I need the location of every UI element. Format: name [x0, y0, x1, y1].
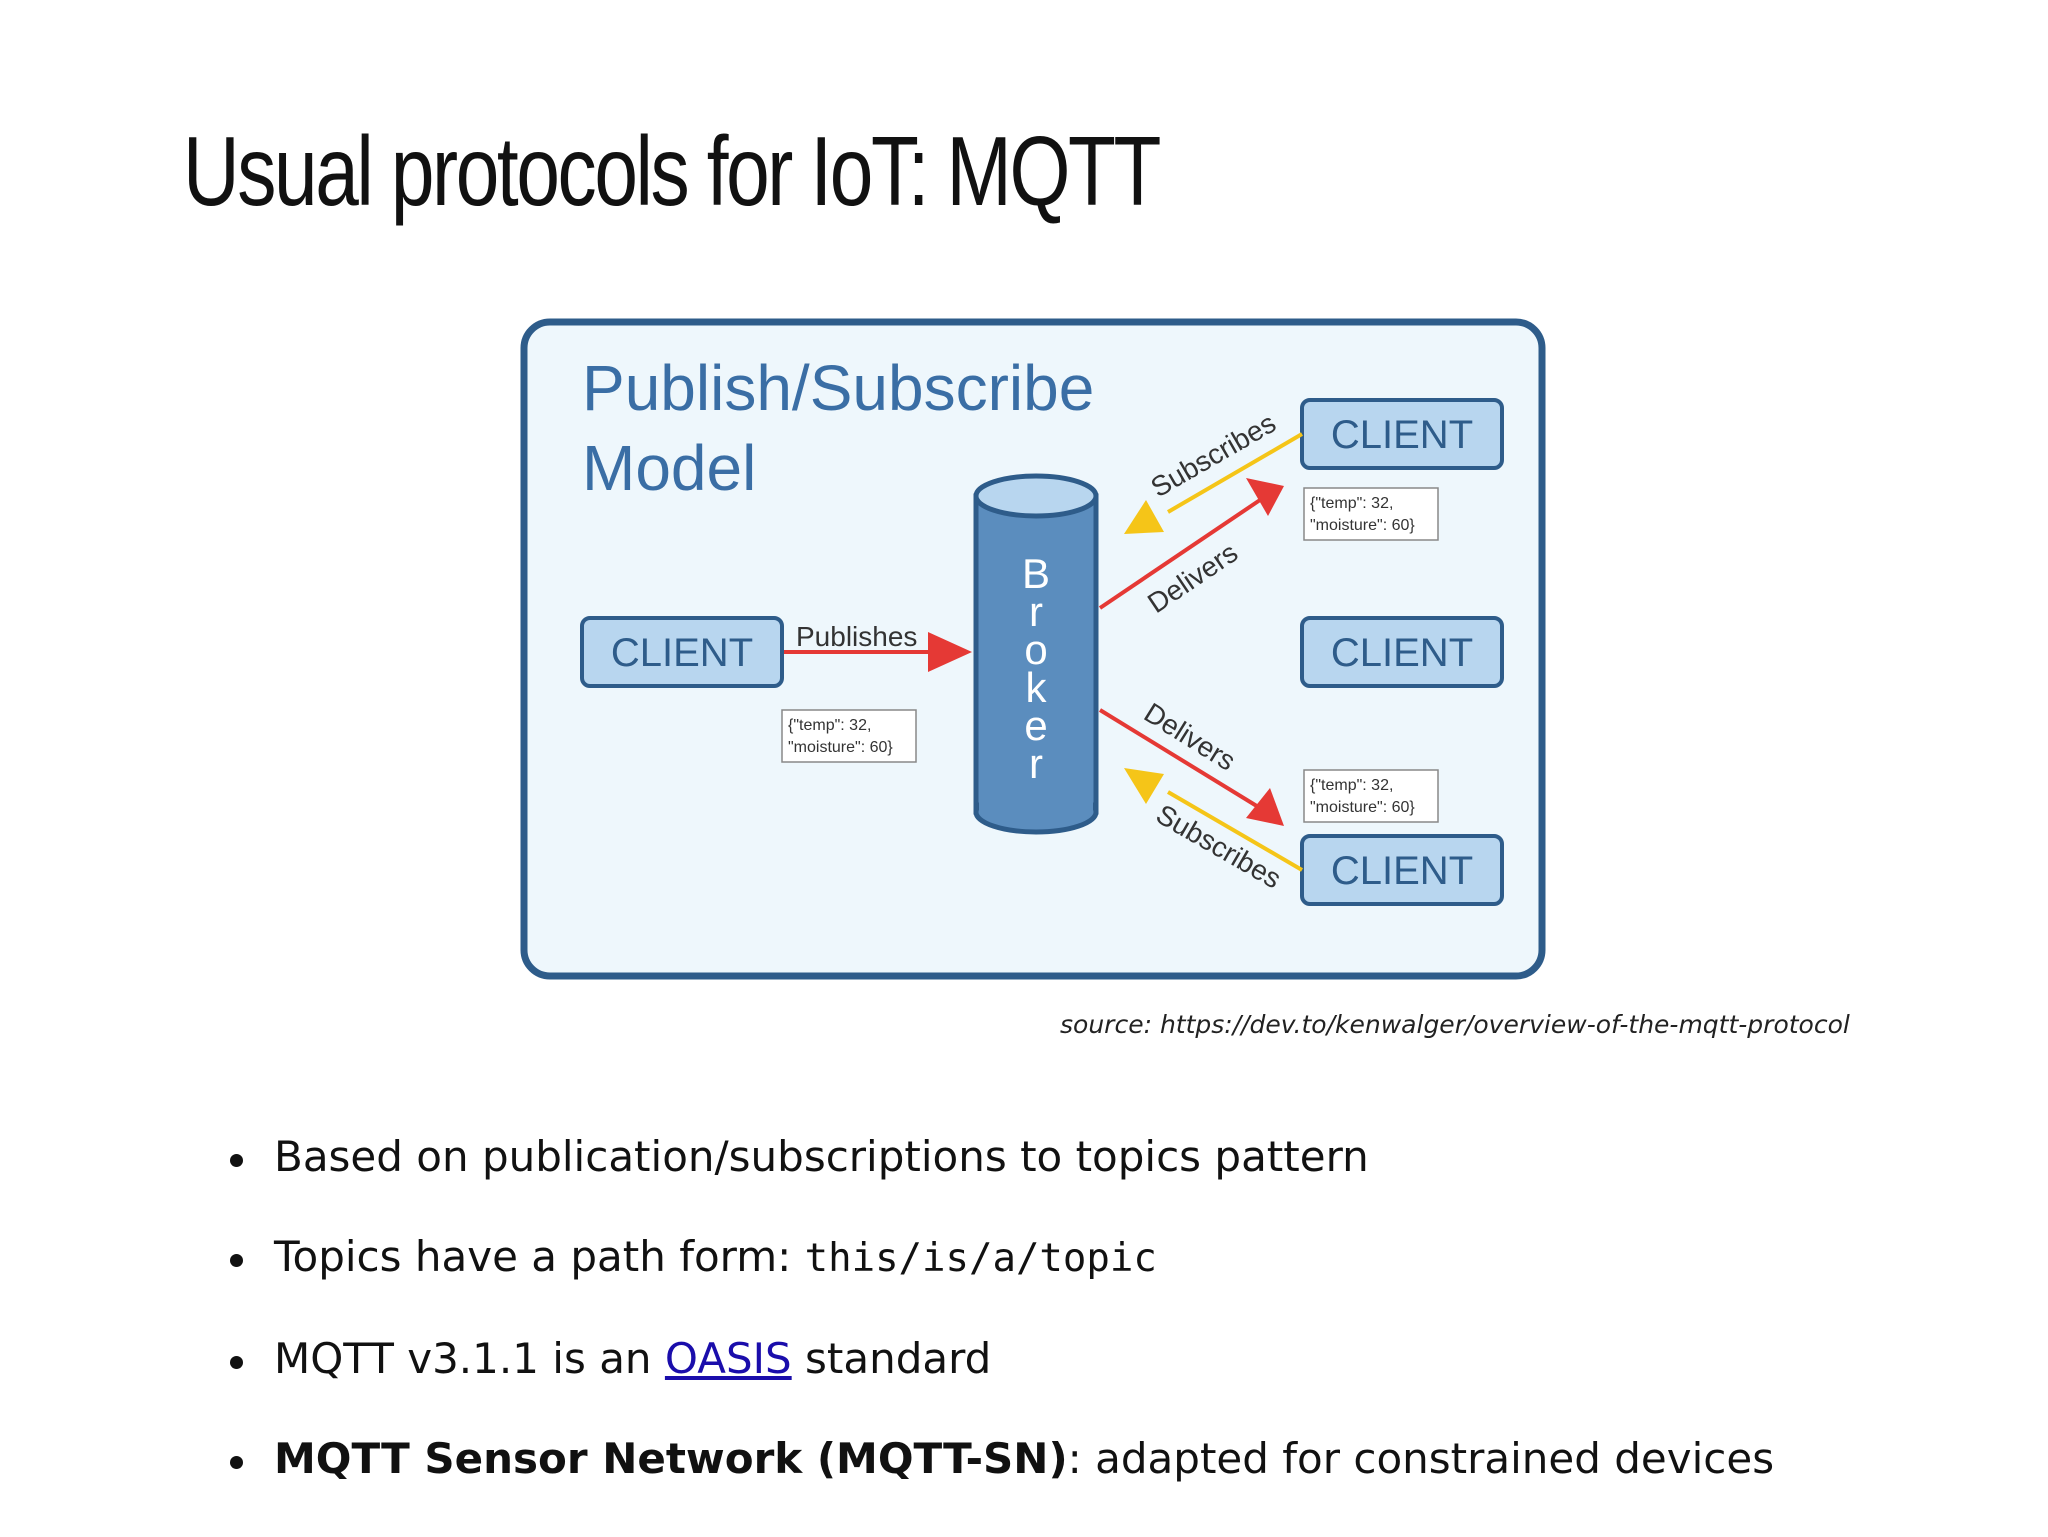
payload-line: "moisture": 60} — [788, 739, 893, 756]
bullet-text: Based on publication/subscriptions to to… — [274, 1132, 1369, 1181]
diagram-title-line2: Model — [582, 432, 756, 504]
subscribes-arrowhead-bottom — [1124, 768, 1164, 804]
payload-line: {"temp": 32, — [788, 717, 871, 734]
broker-letter: k — [1026, 664, 1048, 711]
delivers-arrow-top — [1098, 498, 1262, 610]
subscribes-arrowhead-top — [1124, 500, 1164, 534]
subscriber-client-bottom-label: CLIENT — [1331, 849, 1473, 893]
publisher-payload-box — [781, 709, 917, 763]
subscribes-arrow-bottom — [1166, 790, 1304, 872]
topic-code: this/is/a/topic — [804, 1236, 1157, 1281]
subscriber-top-payload-box — [1303, 487, 1439, 541]
bullet-item: MQTT Sensor Network (MQTT-SN): adapted f… — [228, 1430, 1928, 1488]
idle-client-box — [1300, 616, 1504, 688]
delivers-arrowhead-top — [1246, 478, 1284, 516]
bullet-item: Based on publication/subscriptions to to… — [228, 1128, 1928, 1186]
slide-title: Usual protocols for IoT: MQTT — [183, 116, 1161, 226]
broker-letter: r — [1029, 740, 1043, 787]
bullet-item: Topics have a path form: this/is/a/topic — [228, 1228, 1928, 1288]
bullet-text: standard — [791, 1334, 992, 1383]
payload-line: {"temp": 32, — [1310, 777, 1393, 794]
pubsub-diagram: Publish/Subscribe Model B r o k e r CLIE… — [520, 318, 1546, 980]
bullet-strong-text: MQTT Sensor Network (MQTT-SN) — [274, 1434, 1068, 1483]
delivers-arrowhead-bottom — [1246, 788, 1284, 826]
publisher-client-label: CLIENT — [611, 631, 753, 675]
subscribes-arrow-top — [1166, 432, 1304, 514]
delivers-arrow-bottom — [1098, 708, 1262, 810]
bullet-text: : adapted for constrained devices — [1067, 1434, 1775, 1483]
publishes-label: Publishes — [796, 621, 917, 652]
idle-client-label: CLIENT — [1331, 631, 1473, 675]
publishes-arrowhead — [928, 632, 972, 672]
oasis-link[interactable]: OASIS — [664, 1334, 792, 1383]
bullet-text: Topics have a path form: — [274, 1232, 805, 1281]
broker-letter: o — [1024, 626, 1047, 673]
broker-letter: e — [1024, 702, 1047, 749]
bullet-text: MQTT v3.1.1 is an — [274, 1334, 665, 1383]
bullet-list: Based on publication/subscriptions to to… — [228, 1128, 1928, 1530]
broker-letter: r — [1029, 588, 1043, 635]
diagram-title-line1: Publish/Subscribe — [582, 352, 1094, 424]
source-caption: source: https://dev.to/kenwalger/overvie… — [1060, 1010, 1850, 1039]
payload-line: {"temp": 32, — [1310, 495, 1393, 512]
subscriber-bottom-payload-box — [1303, 769, 1439, 823]
broker-cylinder — [973, 473, 1099, 835]
payload-line: "moisture": 60} — [1310, 517, 1415, 534]
broker-letter: B — [1022, 550, 1050, 597]
subscriber-client-top-label: CLIENT — [1331, 413, 1473, 457]
bullet-item: MQTT v3.1.1 is an OASIS standard — [228, 1330, 1928, 1388]
payload-line: "moisture": 60} — [1310, 799, 1415, 816]
publisher-client-box — [580, 616, 784, 688]
